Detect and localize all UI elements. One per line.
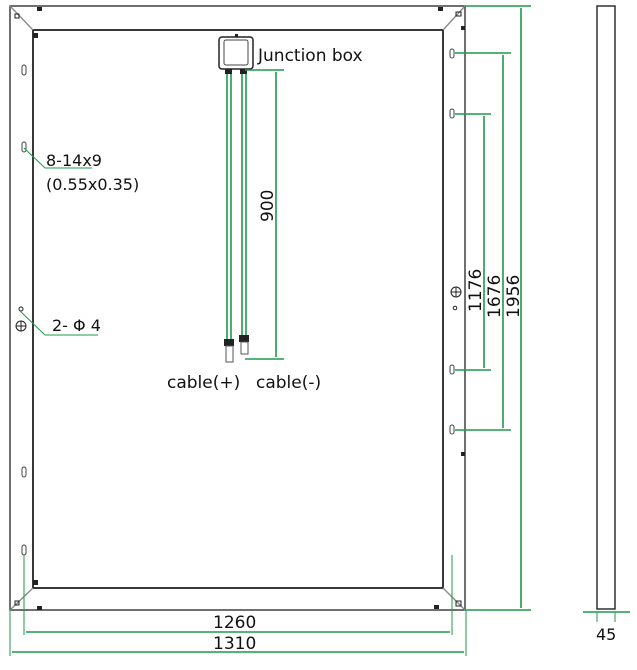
dim-height: 1956 — [504, 275, 524, 318]
ground-icon — [15, 286, 462, 332]
cable-pos-label: cable(+) — [167, 373, 240, 393]
panel-frame — [9, 5, 466, 611]
dim-thickness: 45 — [596, 625, 616, 644]
cables — [226, 74, 247, 340]
frame-corner-marks — [33, 7, 465, 610]
ground-hole-label: 2- Φ 4 — [52, 316, 101, 335]
dim-hole-pitch-outer: 1676 — [485, 275, 505, 318]
frame-outer — [9, 5, 466, 611]
dim-width: 1310 — [213, 634, 256, 654]
dim-hole-width-pitch: 1260 — [213, 613, 256, 633]
cable-connectors — [224, 335, 249, 363]
frame-inner — [32, 29, 444, 589]
cable-neg-label: cable(-) — [256, 373, 321, 393]
junction-box-icon — [218, 34, 254, 74]
junction-box-label: Junction box — [257, 46, 363, 66]
dim-hole-pitch-inner: 1176 — [466, 269, 486, 312]
side-view-frame — [596, 5, 616, 610]
dim-cable-length: 900 — [258, 190, 278, 222]
mount-hole-label: 8-14x9 — [46, 151, 102, 170]
mounting-holes — [21, 48, 455, 556]
mount-hole-inch-label: (0.55x0.35) — [46, 175, 139, 194]
dimension-lines — [9, 5, 630, 656]
